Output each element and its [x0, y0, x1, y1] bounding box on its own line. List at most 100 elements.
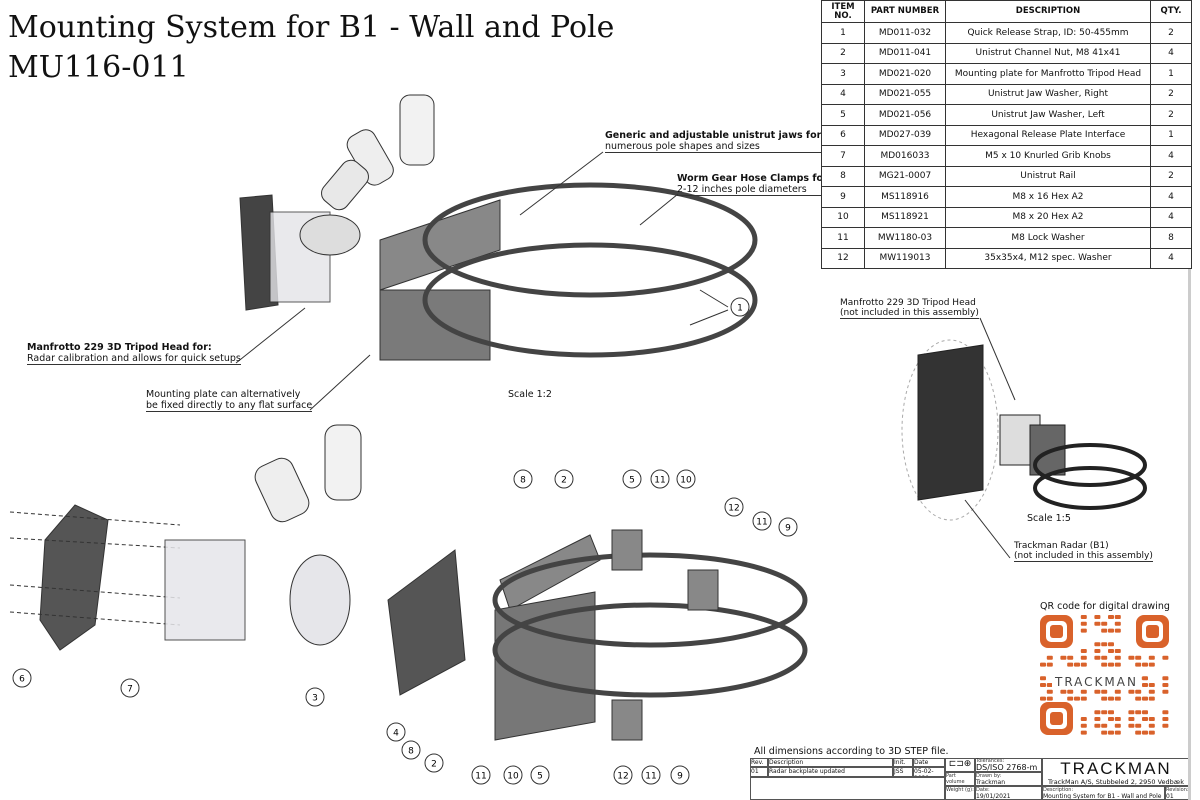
bom-cell: 4: [1150, 247, 1192, 269]
scale-small: Scale 1:5: [1027, 513, 1071, 524]
qr-module: [1080, 621, 1087, 626]
bom-cell: M8 x 16 Hex A2: [945, 186, 1151, 208]
balloon-circle: [386, 722, 406, 742]
balloon-circle: [622, 469, 642, 489]
balloon-item-2: 2: [424, 753, 444, 773]
qr-module: [1040, 676, 1046, 681]
dimensions-note: All dimensions according to 3D STEP file…: [754, 746, 949, 757]
balloon-circle: [641, 765, 661, 785]
qr-module: [1108, 615, 1114, 619]
balloon-circle: [670, 765, 690, 785]
page-border: [1188, 0, 1191, 800]
bom-cell: 4: [1150, 206, 1192, 228]
qr-module: [1162, 723, 1169, 728]
bom-cell: 9: [821, 186, 865, 208]
bom-header: QTY.: [1150, 0, 1192, 23]
balloon-circle: [752, 511, 772, 531]
qr-module: [1114, 717, 1121, 721]
qr-module: [1128, 723, 1135, 728]
bom-cell: MD021-056: [864, 104, 946, 126]
bom-cell: Unistrut Jaw Washer, Left: [945, 104, 1151, 126]
balloon-item-1: 1: [730, 297, 750, 317]
hex-release-plate: [39, 504, 109, 651]
qr-module: [1080, 655, 1087, 660]
qr-module: [1148, 689, 1155, 694]
bom-cell: 1: [821, 22, 865, 44]
bom-cell: 4: [1150, 186, 1192, 208]
qr-module: [1148, 696, 1155, 701]
bom-cell: 7: [821, 145, 865, 167]
balloon-number: 5: [629, 476, 635, 486]
bom-cell: M8 x 20 Hex A2: [945, 206, 1151, 228]
qr-module: [1080, 717, 1087, 721]
qr-module: [1094, 621, 1101, 626]
balloon-number: 11: [654, 476, 665, 486]
balloon-number: 4: [393, 729, 399, 739]
field-label: Tolerances:: [976, 758, 1005, 764]
jaw-block: [379, 289, 491, 361]
balloon-item-5: 5: [622, 469, 642, 489]
qr-module: [1040, 683, 1046, 687]
qr-module: [1142, 696, 1148, 701]
company-block: TRACKMAN TrackMan A/S, Stubbeled 2, 2950…: [1042, 758, 1190, 786]
balloon-circle: [554, 469, 574, 489]
qr-module: [1135, 723, 1142, 728]
note-hose-clamps: Worm Gear Hose Clamps for: 2-12 inches p…: [677, 173, 832, 196]
balloon-circle: [676, 469, 696, 489]
balloon-item-11: 11: [471, 765, 491, 785]
qr-module: [1067, 655, 1074, 660]
bom-header: PART NUMBER: [864, 0, 946, 23]
description-field: Description:Mounting System for B1 - Wal…: [1042, 786, 1165, 800]
qr-code: [1040, 615, 1169, 735]
balloon-item-6: 6: [12, 668, 32, 688]
balloon-item-11: 11: [641, 765, 661, 785]
qr-module: [1046, 655, 1053, 660]
qr-module: [1108, 717, 1114, 721]
balloon-number: 10: [680, 476, 692, 486]
bom-cell: 1: [1150, 124, 1192, 146]
title-line-1: Mounting System for B1 - Wall and Pole: [8, 10, 615, 45]
weight: Weight (g):: [945, 786, 975, 800]
bom-cell: Quick Release Strap, ID: 50-455mm: [945, 22, 1151, 44]
bom-cell: MG21-0007: [864, 165, 946, 187]
balloon-circle: [724, 497, 744, 517]
bom-cell: 10: [821, 206, 865, 228]
note-bold: Manfrotto 229 3D Tripod Head for:: [27, 342, 212, 353]
balloon-circle: [530, 765, 550, 785]
bom-cell: MD016033: [864, 145, 946, 167]
balloon-item-8: 8: [513, 469, 533, 489]
field-value: 01: [1166, 793, 1174, 800]
tolerances: Tolerances:DS/ISO 2768-m: [975, 758, 1042, 772]
qr-module: [1135, 730, 1142, 735]
qr-module: [1094, 649, 1101, 653]
qr-module: [1108, 730, 1114, 735]
qr-module: [1142, 683, 1148, 687]
balloon-item-9: 9: [778, 517, 798, 537]
field-value: Mounting System for B1 - Wall and Pole: [1043, 793, 1162, 800]
balloon-circle: [12, 668, 32, 688]
projection-symbol-icon: ⊏⊐⊕: [945, 758, 975, 772]
note-tripod-head: Manfrotto 229 3D Tripod Head for: Radar …: [27, 342, 241, 365]
balloon-number: 1: [737, 304, 743, 314]
revision-field: Revision:01: [1165, 786, 1190, 800]
field-value: 19/01/2021: [976, 793, 1011, 800]
bom-cell: MS118921: [864, 206, 946, 228]
qr-module: [1108, 649, 1114, 653]
qr-module: [1162, 655, 1169, 660]
hose-clamp-lower: [422, 242, 758, 358]
balloon-circle: [778, 517, 798, 537]
qr-module: [1094, 723, 1101, 728]
balloon-number: 8: [520, 476, 526, 486]
bom-cell: MD021-055: [864, 83, 946, 105]
scale-main: Scale 1:2: [508, 389, 552, 400]
qr-module: [1114, 655, 1121, 660]
note-bold: Worm Gear Hose Clamps for:: [677, 173, 832, 184]
balloon-item-12: 12: [724, 497, 744, 517]
qr-module: [1040, 696, 1046, 701]
rev-empty: [750, 777, 945, 800]
